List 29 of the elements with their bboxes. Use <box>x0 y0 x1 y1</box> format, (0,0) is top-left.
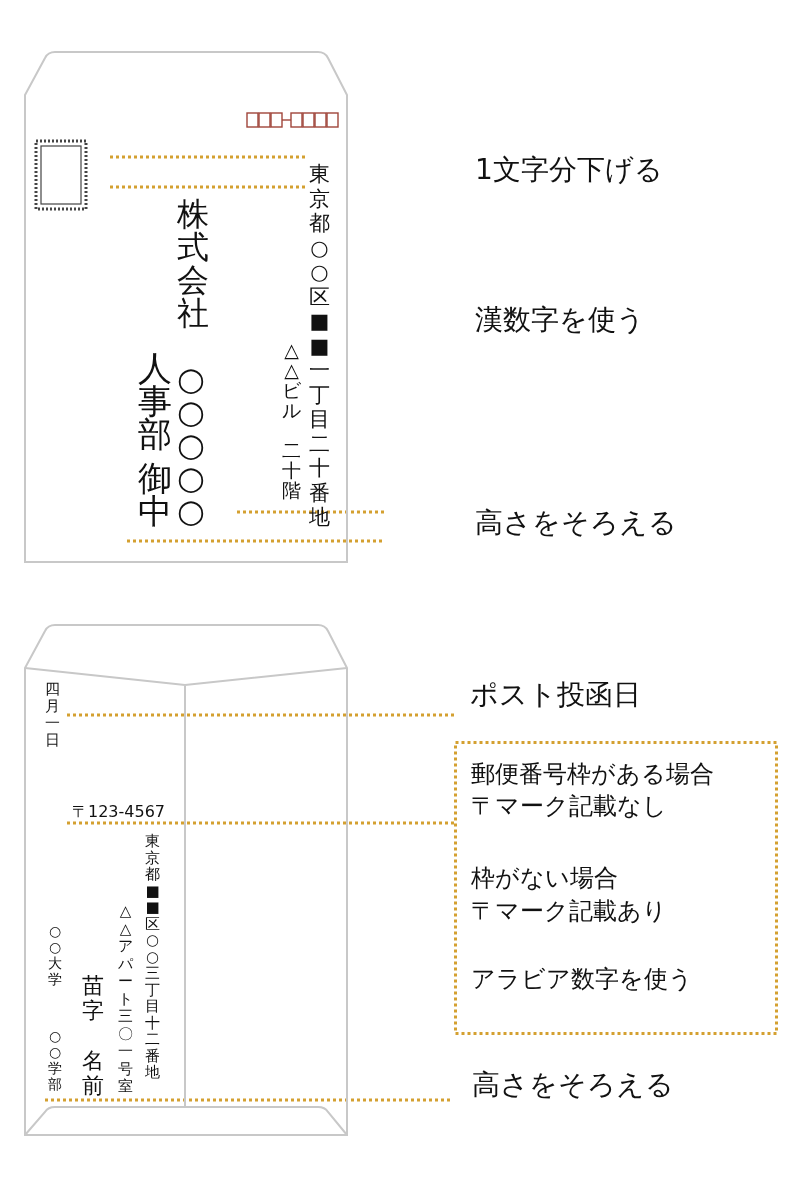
annotation-text: ポスト投函日 <box>470 680 641 711</box>
date-text: 四月一日 <box>44 681 61 749</box>
given-name-text: 名前 <box>81 1048 105 1098</box>
floor-text: 二十階 <box>281 440 302 500</box>
address-text: 東京都○○区■■一丁目二十番地 <box>308 162 331 530</box>
honorific-text: 御中 <box>137 462 173 528</box>
address-text: 東京都■■区○○三丁目十二番地 <box>144 833 161 1081</box>
envelope <box>23 50 349 564</box>
company-text: 株式会社 <box>176 198 210 330</box>
faculty-text: ○○学部 <box>47 1028 63 1092</box>
building-text: △△アパート三〇一号室 <box>117 903 134 1096</box>
note-text: 郵便番号枠がある場合 <box>471 761 714 788</box>
note-text: 〒マーク記載なし <box>471 793 667 820</box>
note-text: アラビア数字を使う <box>471 966 693 993</box>
postal-code-text: 〒123-4567 <box>72 803 166 821</box>
note-text: 枠がない場合 <box>471 865 618 892</box>
envelope <box>23 623 349 1137</box>
note-text: 〒マーク記載あり <box>471 898 667 925</box>
leader-line <box>67 821 454 825</box>
surname-text: 苗字 <box>81 973 105 1023</box>
annotation-text: 高さをそろえる <box>475 508 677 539</box>
building-text: △△ビル <box>281 340 302 420</box>
note-box <box>454 741 778 1035</box>
annotation-text: 高さをそろえる <box>472 1070 674 1101</box>
name-text: ○○○○○ <box>176 363 206 528</box>
university-text: ○○大学 <box>47 923 63 987</box>
department-text: 人事部 <box>137 352 173 451</box>
annotation-text: 1文字分下げる <box>475 155 663 186</box>
annotation-text: 漢数字を使う <box>475 305 645 336</box>
